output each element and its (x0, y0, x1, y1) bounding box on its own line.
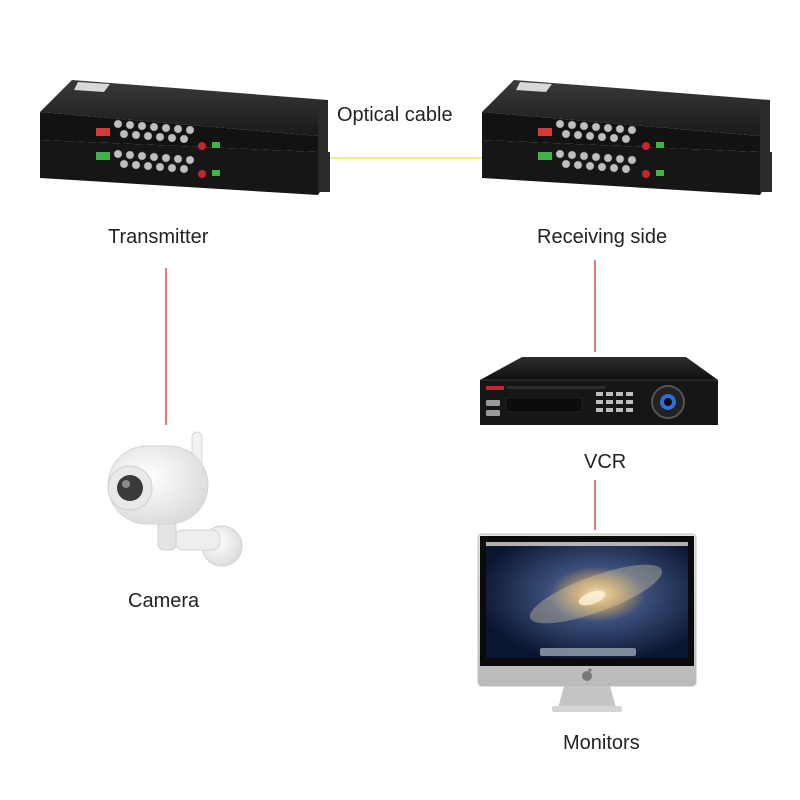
dvr-icon (480, 357, 718, 425)
fiber-receiver-icon (482, 80, 772, 195)
monitors-label: Monitors (563, 732, 640, 754)
monitor-icon (477, 533, 697, 712)
fiber-transmitter-icon (40, 80, 330, 195)
optical-cable-label: Optical cable (337, 104, 453, 126)
vcr-label: VCR (584, 451, 627, 473)
apple-logo-icon (582, 668, 592, 681)
receiving-side-label: Receiving side (537, 226, 668, 248)
camera-label: Camera (128, 590, 200, 612)
camera-icon (107, 431, 243, 567)
transmitter-label: Transmitter (108, 226, 209, 248)
